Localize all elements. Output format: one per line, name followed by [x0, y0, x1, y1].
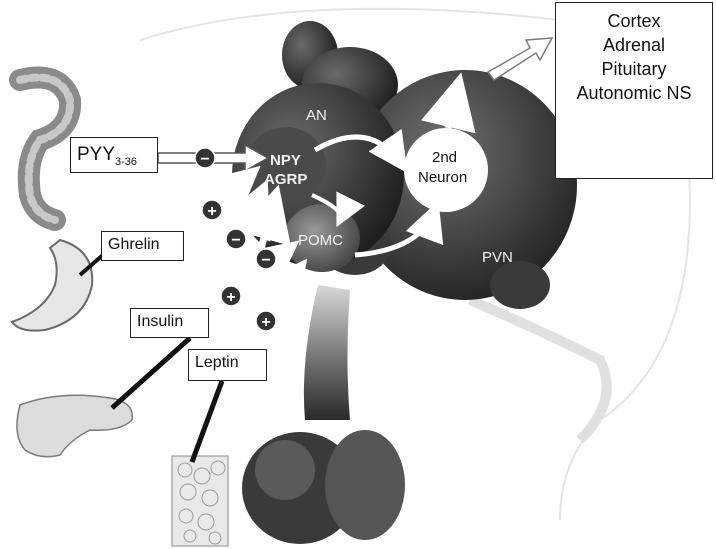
insulin-minus-sign: −: [226, 229, 246, 249]
stomach-icon: [12, 240, 92, 331]
second-neuron-label-line1: 2nd: [432, 149, 457, 166]
colon-icon: [20, 78, 70, 221]
pyy-label-box: PYY3-36: [70, 137, 158, 173]
leptin-minus-sign: −: [256, 249, 276, 269]
brainstem-outline: [470, 300, 607, 440]
svg-text:+: +: [207, 203, 216, 220]
svg-text:−: −: [261, 252, 270, 269]
svg-text:−: −: [200, 151, 209, 168]
pvn-label: PVN: [482, 249, 513, 266]
pyy-label: PYY: [77, 144, 115, 165]
target-pituitary: Pituitary: [562, 57, 706, 81]
pituitary-gland-posterior: [325, 430, 405, 540]
svg-text:+: +: [226, 289, 235, 306]
leptin-label: Leptin: [195, 354, 239, 371]
output-arrow: [488, 38, 552, 80]
pyy-minus-sign: −: [195, 148, 215, 168]
leptin-plus-sign: +: [256, 311, 276, 331]
insulin-label-box: Insulin: [130, 308, 209, 338]
leptin-label-box: Leptin: [188, 349, 267, 381]
an-label: AN: [306, 107, 327, 124]
insulin-plus-sign: +: [221, 286, 241, 306]
target-autonomic-ns: Autonomic NS: [562, 81, 706, 105]
ghrelin-label-box: Ghrelin: [101, 231, 184, 261]
targets-box: Cortex Adrenal Pituitary Autonomic NS: [555, 2, 713, 179]
agrp-label: AGRP: [264, 171, 307, 188]
target-adrenal: Adrenal: [562, 33, 706, 57]
pomc-label: POMC: [298, 232, 343, 249]
adipose-tissue-icon: [172, 456, 228, 546]
pyy-subscript: 3-36: [115, 156, 137, 168]
second-neuron-label-line2: Neuron: [418, 169, 467, 186]
pituitary-stalk: [304, 285, 350, 420]
svg-text:−: −: [231, 232, 240, 249]
ghrelin-label: Ghrelin: [108, 236, 160, 253]
npy-label: NPY: [270, 152, 301, 169]
target-cortex: Cortex: [562, 9, 706, 33]
ghrelin-plus-sign: +: [202, 200, 222, 220]
svg-text:+: +: [261, 314, 270, 331]
insulin-label: Insulin: [137, 313, 183, 330]
